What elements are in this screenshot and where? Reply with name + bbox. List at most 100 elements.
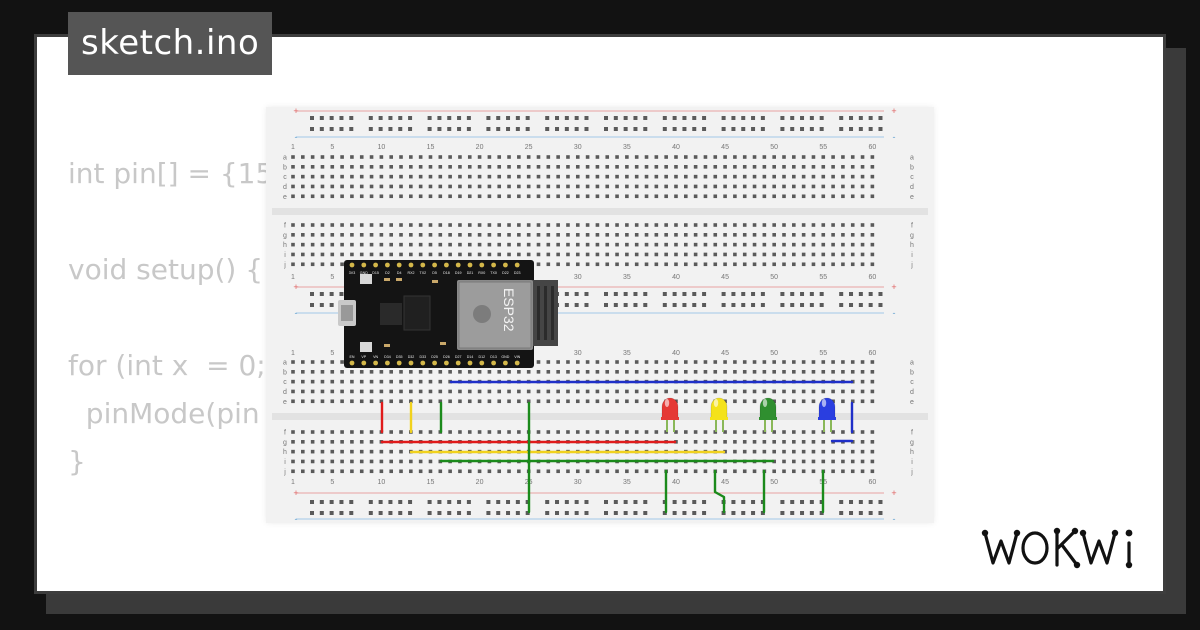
terminal-hole [507, 399, 511, 404]
terminal-hole [340, 165, 344, 169]
terminal-hole [369, 430, 374, 434]
terminal-hole [742, 370, 747, 374]
terminal-hole [477, 165, 482, 169]
rail-hole [613, 127, 618, 131]
rail-hole [368, 500, 373, 504]
terminal-hole [644, 262, 649, 267]
terminal-hole [605, 242, 610, 247]
esp32-pin [361, 360, 367, 366]
terminal-hole [841, 194, 845, 199]
terminal-hole [634, 389, 639, 394]
terminal-hole [585, 360, 590, 364]
terminal-hole [575, 370, 580, 374]
column-number: 5 [330, 350, 334, 357]
terminal-hole [556, 430, 560, 434]
terminal-hole [301, 262, 305, 267]
terminal-hole [438, 370, 443, 374]
rail-hole [702, 116, 707, 120]
esp32-pin-label: EN [350, 355, 355, 359]
terminal-hole [850, 449, 855, 454]
terminal-hole [379, 223, 384, 227]
rail-hole [349, 127, 354, 131]
terminal-hole [409, 184, 413, 189]
terminal-hole [379, 174, 384, 179]
rail-hole [447, 511, 452, 515]
terminal-hole [821, 242, 826, 247]
terminal-hole [752, 252, 757, 257]
terminal-hole [310, 469, 315, 474]
terminal-hole [477, 194, 482, 199]
esp32-pin [491, 262, 496, 268]
terminal-hole [615, 194, 619, 199]
terminal-hole [772, 242, 776, 247]
code-line: void setup() { [68, 253, 264, 286]
terminal-hole [566, 174, 570, 179]
rail-hole [849, 127, 854, 131]
terminal-hole [733, 389, 737, 394]
terminal-hole [438, 399, 443, 404]
terminal-hole [860, 242, 865, 247]
rail-hole [496, 511, 501, 515]
column-number: 10 [377, 144, 385, 151]
terminal-hole [575, 399, 580, 404]
terminal-hole [654, 469, 659, 474]
terminal-hole [625, 389, 629, 394]
terminal-hole [320, 440, 325, 444]
esp32-pin [349, 360, 355, 366]
rail-hole [800, 511, 805, 515]
terminal-hole [605, 399, 610, 404]
terminal-hole [762, 360, 767, 364]
terminal-hole [556, 252, 560, 257]
terminal-hole [615, 165, 619, 169]
rail-hole [310, 303, 314, 307]
terminal-hole [428, 389, 433, 394]
terminal-hole [752, 389, 757, 394]
rail-hole [809, 303, 814, 307]
terminal-hole [693, 165, 698, 169]
terminal-hole [507, 233, 511, 237]
smd-component [432, 280, 438, 283]
terminal-hole [762, 252, 767, 257]
terminal-hole [772, 262, 776, 267]
terminal-hole [605, 155, 610, 159]
file-tab[interactable]: sketch.ino [68, 12, 273, 75]
terminal-hole [634, 174, 639, 179]
terminal-hole [841, 399, 845, 404]
terminal-hole [350, 430, 354, 434]
terminal-hole [703, 469, 708, 474]
esp32-pin [385, 262, 390, 268]
terminal-hole [369, 469, 374, 474]
rail-hole [790, 303, 795, 307]
column-number: 30 [574, 144, 582, 151]
rail-hole [790, 292, 795, 296]
terminal-hole [379, 389, 384, 394]
breadboard[interactable]: ++--++--++--1510152025303540455055601510… [266, 107, 934, 523]
row-letter: c [910, 379, 914, 386]
terminal-hole [821, 360, 826, 364]
terminal-hole [625, 252, 629, 257]
terminal-hole [497, 242, 502, 247]
terminal-hole [615, 469, 619, 474]
rail-hole [319, 511, 324, 515]
terminal-hole [703, 233, 708, 237]
terminal-hole [870, 459, 875, 464]
terminal-hole [291, 449, 295, 454]
esp32-board[interactable]: ESP323V3ENGNDVPD15VND2D34D4D35RX2D32TX2D… [338, 260, 558, 368]
terminal-hole [428, 430, 433, 434]
rail-hole [633, 303, 638, 307]
terminal-hole [605, 165, 610, 169]
terminal-hole [684, 389, 688, 394]
terminal-hole [792, 370, 796, 374]
terminal-hole [723, 223, 727, 227]
terminal-hole [477, 223, 482, 227]
terminal-hole [497, 194, 502, 199]
rail-hole [643, 292, 648, 296]
terminal-hole [389, 370, 393, 374]
terminal-hole [458, 194, 462, 199]
terminal-hole [615, 233, 619, 237]
rail-hole [574, 127, 579, 131]
rail-hole [839, 292, 844, 296]
terminal-hole [605, 233, 610, 237]
terminal-hole [752, 233, 757, 237]
terminal-hole [792, 242, 796, 247]
